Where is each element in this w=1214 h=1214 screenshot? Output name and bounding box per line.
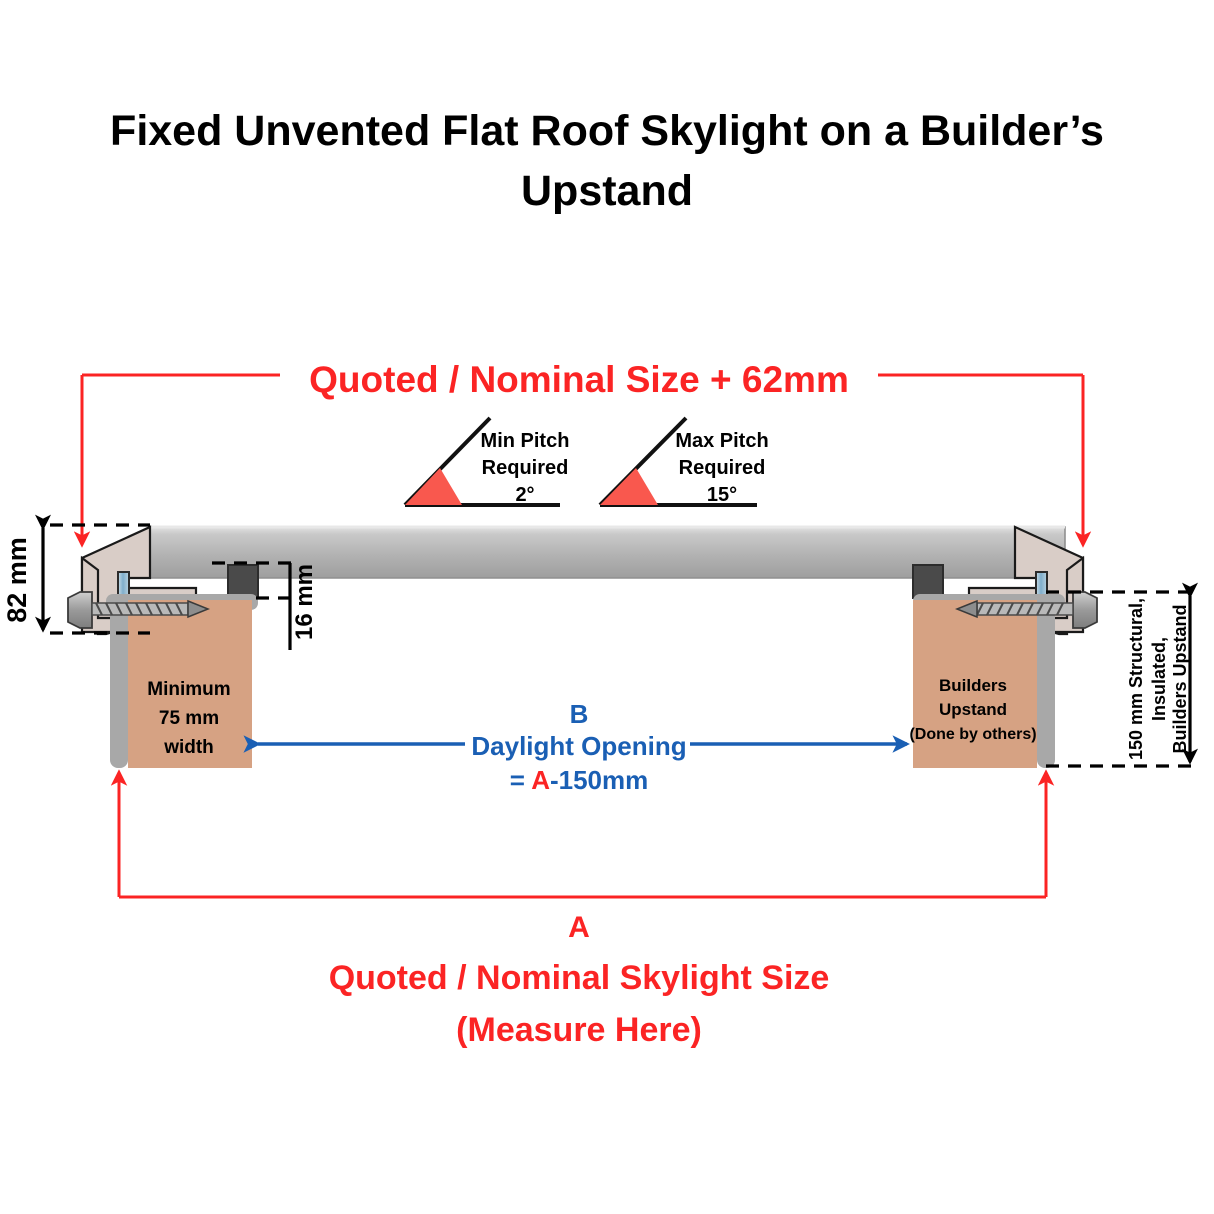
max-pitch-angle-fill — [600, 468, 658, 505]
frame-height-label: 82 mm — [2, 537, 32, 623]
min-pitch-indicator — [403, 416, 560, 507]
left-upstand-label-line2: 75 mm — [159, 708, 219, 729]
left-screw-tip — [187, 599, 211, 619]
top-dimension-bracket — [73, 373, 1092, 548]
right-upstand-label-line1: Builders — [939, 676, 1007, 695]
daylight-opening-letter: B — [570, 699, 589, 729]
bottom-dimension-letter: A — [568, 911, 590, 944]
upstand-height-dimension — [1046, 582, 1198, 768]
right-upstand-label-line3: (Done by others) — [909, 726, 1036, 743]
left-spacer-block — [227, 564, 259, 599]
right-screw-tip — [954, 599, 978, 619]
left-upstand-structure — [128, 600, 252, 768]
max-pitch-line1: Max Pitch — [675, 430, 768, 452]
right-upstand-label-line2: Upstand — [939, 700, 1007, 719]
min-pitch-angle-fill — [405, 468, 462, 505]
frame-height-dimension — [35, 514, 150, 635]
left-upstand-label-line3: width — [163, 737, 214, 758]
right-fixing-screw — [954, 591, 1098, 629]
left-upstand-label-line1: Minimum — [147, 679, 230, 700]
right-upstand-structure — [913, 600, 1037, 768]
max-pitch-line2: Required — [679, 457, 766, 479]
spacer-height-dimension — [212, 561, 296, 650]
min-pitch-value: 2° — [515, 484, 534, 506]
daylight-opening-formula: = A-150mm — [510, 765, 649, 795]
left-upstand-insulation — [110, 600, 128, 768]
right-screw-head — [1072, 591, 1098, 629]
right-builders-upstand — [913, 600, 1055, 768]
right-spacer-block — [912, 564, 944, 599]
left-screw-threads — [95, 602, 183, 616]
upstand-height-label-line2: Insulated, — [1149, 637, 1169, 721]
min-pitch-line1: Min Pitch — [481, 430, 570, 452]
bottom-dimension-bracket — [110, 769, 1055, 899]
upstand-height-label-line1: 150 mm Structural, — [1126, 598, 1146, 760]
left-fixing-screw — [67, 591, 211, 629]
max-pitch-value: 15° — [707, 484, 737, 506]
bottom-dimension-line2: (Measure Here) — [456, 1011, 702, 1049]
min-pitch-line2: Required — [482, 457, 569, 479]
right-upstand-insulation — [1037, 600, 1055, 768]
left-builders-upstand — [110, 600, 252, 768]
daylight-opening-label: Daylight Opening — [471, 731, 686, 761]
left-screw-head — [67, 591, 93, 629]
upstand-height-label-line3: Builders Upstand — [1170, 604, 1190, 753]
page-title-line2: Upstand — [521, 167, 693, 215]
top-dimension-label: Quoted / Nominal Size + 62mm — [309, 359, 849, 400]
right-screw-threads — [976, 602, 1064, 616]
max-pitch-indicator — [598, 416, 757, 507]
bottom-dimension-line1: Quoted / Nominal Skylight Size — [329, 959, 830, 997]
spacer-height-label: 16 mm — [291, 564, 318, 640]
page-title-line1: Fixed Unvented Flat Roof Skylight on a B… — [110, 107, 1104, 155]
